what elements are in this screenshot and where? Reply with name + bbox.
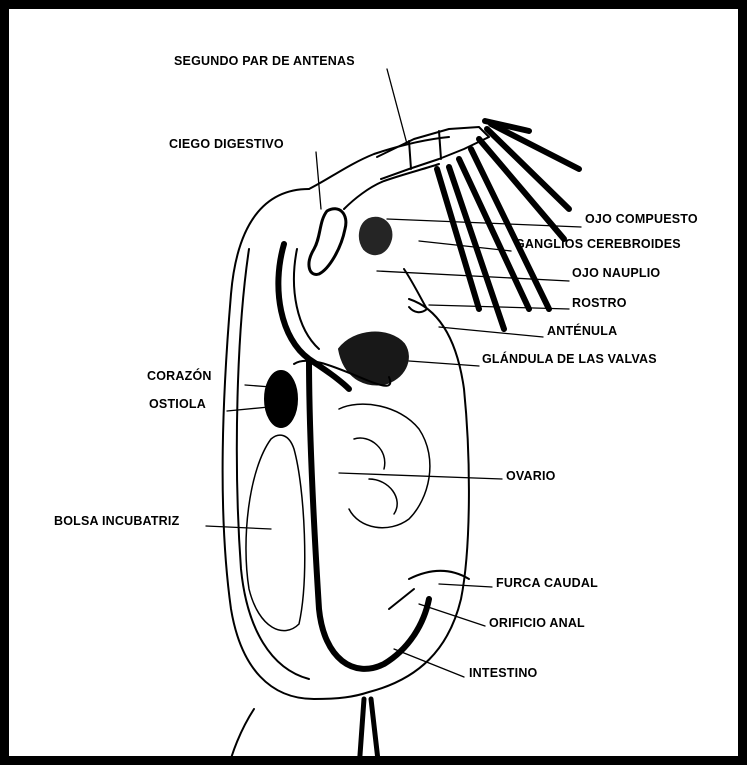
label-ovario: OVARIO [506, 469, 556, 483]
label-glandula-valvas: GLÁNDULA DE LAS VALVAS [482, 352, 657, 366]
ovary-lobes [354, 438, 397, 514]
label-ostiola: OSTIOLA [149, 397, 206, 411]
label-furca-caudal: FURCA CAUDAL [496, 576, 598, 590]
label-corazon: CORAZÓN [147, 369, 212, 383]
intestine-inner [294, 249, 319, 349]
head-front [344, 164, 439, 209]
heart [265, 371, 297, 427]
ciego-digestivo [309, 209, 346, 275]
compound-eye [360, 218, 392, 255]
antenna-segment-line [409, 141, 411, 169]
label-segundo-par-antenas: SEGUNDO PAR DE ANTENAS [174, 54, 355, 68]
label-bolsa-incubatriz: BOLSA INCUBATRIZ [54, 514, 179, 528]
lower-body [227, 709, 254, 765]
shell-gland [339, 333, 408, 385]
lower-appendage [359, 699, 379, 765]
label-ojo-compuesto: OJO COMPUESTO [585, 212, 698, 226]
label-ganglios-cerebroides: GANGLIOS CEREBROIDES [515, 237, 681, 251]
label-antenula: ANTÉNULA [547, 324, 617, 338]
label-rostro: ROSTRO [572, 296, 627, 310]
label-intestino: INTESTINO [469, 666, 537, 680]
antenna-segment-line-2 [439, 131, 441, 159]
label-ciego-digestivo: CIEGO DIGESTIVO [169, 137, 284, 151]
daphnia-illustration [9, 9, 747, 765]
intestine [278, 244, 429, 669]
label-ojo-nauplio: OJO NAUPLIO [572, 266, 660, 280]
carapace-outline [223, 189, 469, 699]
label-orificio-anal: ORIFICIO ANAL [489, 616, 585, 630]
brood-pouch [246, 435, 305, 630]
